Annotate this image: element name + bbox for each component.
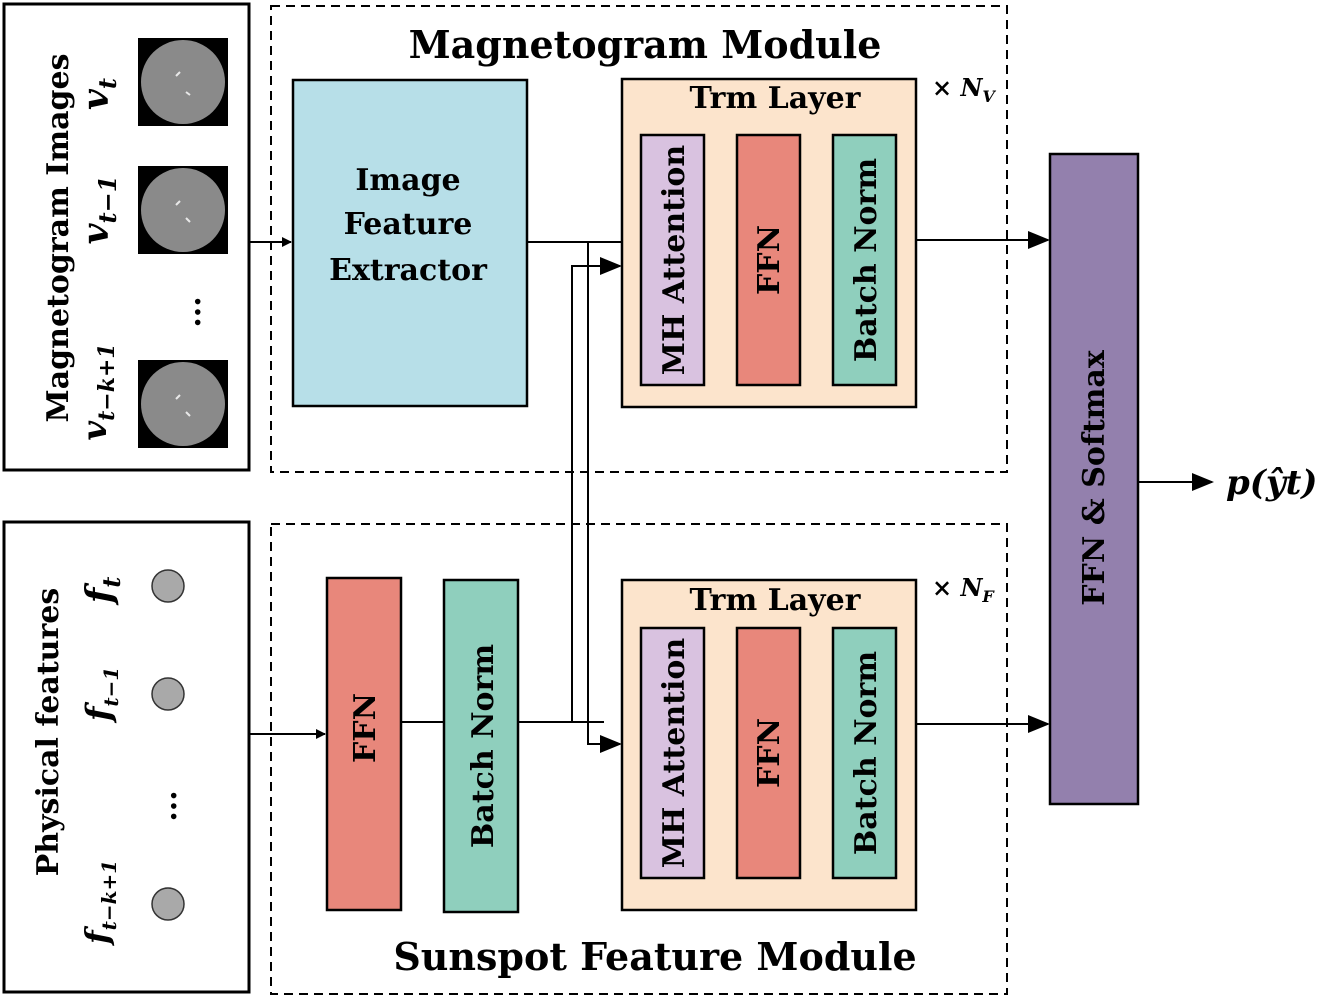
batch-norm-block-top [831, 133, 898, 387]
extractor-label-line-1: Image [355, 163, 460, 198]
ffn-block-bottom [735, 626, 802, 880]
frame-label-v-t-minus-k-plus-1: vt−k+1 [75, 343, 120, 440]
ffn-label-bottom: FFN [752, 718, 787, 788]
physical-features-label: Physical features [31, 588, 66, 877]
physical-features-panel [2, 520, 251, 994]
magnetogram-ellipsis: ... [173, 296, 208, 327]
mh-attention-block-bottom [639, 626, 706, 880]
feature-node-1 [151, 569, 185, 603]
image-feature-extractor [291, 78, 529, 408]
feature-node-3 [151, 887, 185, 921]
magnetogram-thumbnail-2 [138, 166, 228, 254]
sunspot-module-title: Sunspot Feature Module [393, 934, 916, 979]
frame-label-f-t-minus-1: ft−1 [79, 667, 123, 724]
trm-layer-sunspot-title: Trm Layer [690, 583, 862, 618]
frame-label-v-t: vt [75, 78, 122, 110]
magnetogram-input-label: Magnetogram Images [41, 54, 76, 423]
cross-connector-sunspot-to-top-trm [571, 257, 622, 722]
frame-label-v-t-minus-1: vt−1 [75, 176, 122, 245]
repeat-label-nv: × NV [932, 73, 996, 106]
batch-norm-block-sunspot [442, 578, 520, 914]
batch-norm-label-bottom: Batch Norm [849, 651, 884, 855]
repeat-label-nf: × NF [932, 573, 995, 606]
feature-ellipsis: ... [149, 790, 184, 821]
extractor-label-line-3: Extractor [329, 253, 488, 288]
mh-attention-label-bottom: MH Attention [657, 638, 692, 869]
sunspot-module-frame [270, 523, 1008, 995]
frame-label-f-t-minus-k-plus-1: ft−k+1 [78, 860, 121, 946]
magnetogram-module-title: Magnetogram Module [409, 22, 882, 67]
feature-node-2 [151, 677, 185, 711]
ffn-softmax-label: FFN & Softmax [1077, 349, 1112, 606]
magnetogram-thumbnail-3 [138, 360, 228, 448]
ffn-label-top: FFN [752, 225, 787, 295]
extractor-label-line-2: Feature [344, 207, 473, 242]
batch-norm-label-top: Batch Norm [849, 158, 884, 362]
output-probability-label: p(ŷt) [1226, 463, 1317, 503]
magnetogram-thumbnail-1 [138, 38, 228, 126]
trm-layer-magnetogram-title: Trm Layer [690, 81, 862, 116]
ffn-softmax-block [1048, 152, 1140, 806]
mh-attention-block-top [639, 133, 706, 387]
batch-norm-label-sunspot: Batch Norm [466, 644, 501, 848]
cross-connector-extractor-to-bottom-trm [587, 242, 622, 753]
ffn-block-sunspot [325, 576, 403, 912]
mh-attention-label-top: MH Attention [657, 145, 692, 376]
ffn-label-sunspot: FFN [348, 693, 383, 763]
ffn-block-top [735, 133, 802, 387]
batch-norm-block-bottom [831, 626, 898, 880]
